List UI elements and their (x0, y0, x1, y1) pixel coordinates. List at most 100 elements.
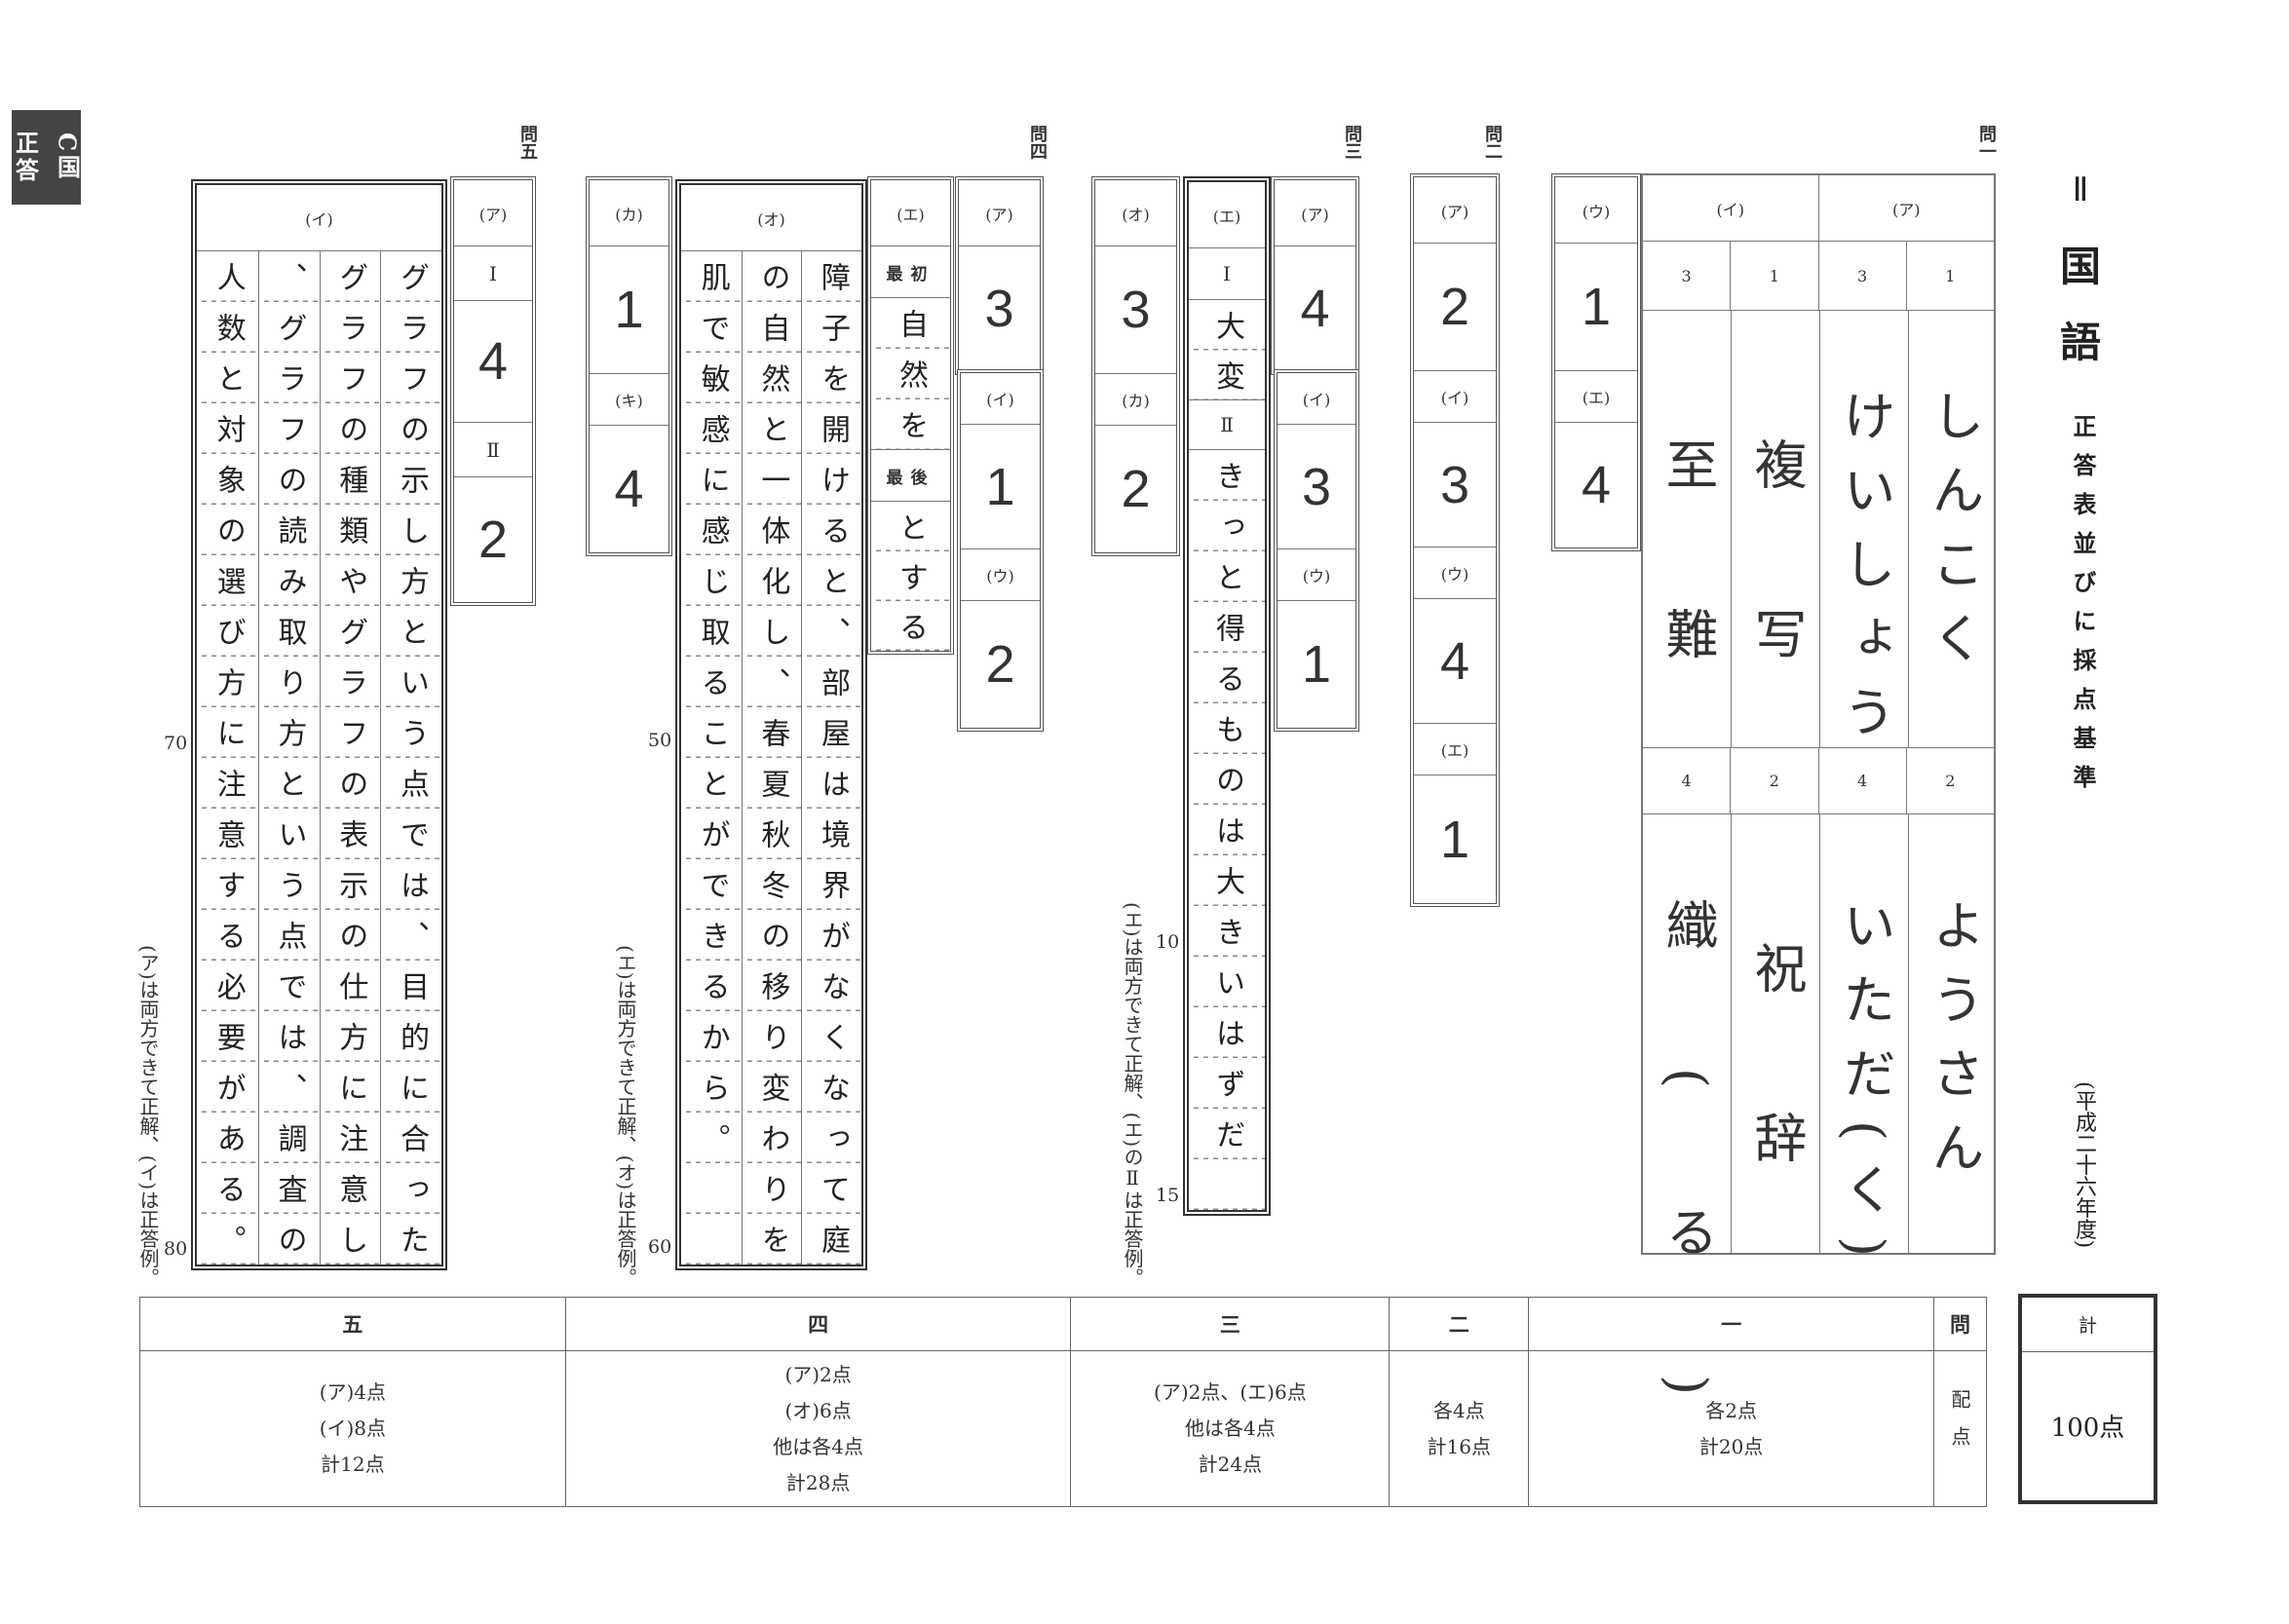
score-body-label-cell: 配点 (1932, 1350, 1988, 1507)
q5-a-part2_label-cell: Ⅱ (454, 423, 532, 477)
q4-ki-answer-cell: 4 (614, 460, 644, 518)
q1-u-label-cell: (ウ) (1555, 177, 1637, 244)
score-line: (ア)4点 (319, 1380, 387, 1404)
answer-line-3: 、グラフの読み取り方という点では、調査の (257, 251, 320, 1265)
q2-items-0-answer-cell: 2 (1414, 244, 1496, 371)
q4-u-label-cell: (ウ) (961, 549, 1040, 601)
score-cell-q2: 各4点 計16点 (1389, 1350, 1530, 1507)
answer-line-2: グラフの種類やグラフの表示の仕方に注意し (319, 251, 381, 1265)
question-5-label: 問五 (517, 125, 538, 160)
q3-i-u-box: (イ)3(ウ)1 (1274, 369, 1359, 732)
q1-a-1-number: 1 (1945, 266, 1956, 285)
score-cell-q5: (ア)4点 (イ)8点 計12点 (139, 1350, 566, 1507)
score-line: 計28点 (785, 1470, 851, 1494)
q1-i-3-answer: 至難 (1643, 311, 1732, 776)
score-cell-q1: 各2点 計20点 (1528, 1350, 1934, 1507)
answer-line-1: 障子を開けると、部屋は境界がなくなって庭 (801, 251, 861, 1265)
q3-ka-label-cell: (カ) (1095, 374, 1176, 426)
q3-o-answer-cell: 3 (1095, 246, 1176, 374)
score-line: (ア)2点 (784, 1362, 852, 1386)
q4-e-last-cell: とする (871, 502, 950, 651)
answer-line-3: 肌で敏感に感じ取ることができるから。 (681, 251, 742, 1265)
q1-a-4-number: 4 (1819, 748, 1907, 813)
q4-e-first_label-cell: 最初 (871, 246, 950, 298)
q1-e-label-cell: (エ) (1555, 371, 1637, 423)
answer-line-4: 人数と対象の選び方に注意する必要がある。 (197, 251, 258, 1265)
char-counter-70: 70 (164, 733, 188, 754)
q4-i-answer-cell: 1 (961, 425, 1040, 549)
q2-items-2-answer-cell: 4 (1414, 599, 1496, 724)
score-header-q4: 四 (564, 1297, 1072, 1351)
q1-i-header: (イ) (1643, 175, 1819, 241)
scoring-table: 五 四 三 二 一 問 (ア)4点 (イ)8点 計12点 (ア)2点 (オ)6点… (139, 1297, 1988, 1507)
q2-items-3-label-cell: (エ) (1414, 724, 1496, 775)
q4-ka-ki-box: (カ)1(キ)4 (586, 176, 672, 556)
score-line: 計24点 (1198, 1453, 1263, 1476)
question-4-label: 問四 (1027, 125, 1048, 160)
q1-i-1-answer: 複写 (1732, 311, 1820, 776)
q1-i-3-number: 3 (1643, 242, 1732, 310)
score-cell-q3: (ア)2点、(エ)6点 他は各4点 計24点 (1070, 1350, 1391, 1507)
subject-tab: C国 正答 (11, 110, 82, 205)
q4-e-label-cell: (エ) (871, 180, 950, 246)
q2-box: (ア)2(イ)3(ウ)4(エ)1 (1410, 173, 1500, 907)
q3-i-answer-cell: 3 (1278, 425, 1355, 549)
q3-e-part2-cell: きっと得るものは大きいはずだ (1189, 450, 1265, 1210)
score-body-label: 配点 (1947, 1389, 1971, 1463)
q3-u-answer-cell: 1 (1301, 635, 1332, 694)
q4-a-label-cell: (ア) (959, 180, 1040, 246)
score-header-q3: 三 (1070, 1297, 1391, 1351)
score-line: (オ)6点 (784, 1398, 852, 1422)
char-counter-15: 15 (1156, 1185, 1180, 1206)
q3-e-part1-cell: 大変 (1189, 300, 1265, 400)
q4-ki-label-cell: (キ) (590, 374, 668, 426)
q1-a-2-answer: ようさん (1923, 898, 1984, 1194)
q5-a-part1-cell: 4 (454, 301, 532, 423)
q1-a-4-answer: いただ(く) (1820, 814, 1909, 1278)
q5-i-answer-grid-header: (イ) (197, 185, 441, 251)
question-4-note: (エ)は両方できて正解、(オ)は正答例。 (614, 945, 637, 1288)
score-cell-q4: (ア)2点 (オ)6点 他は各4点 計28点 (564, 1350, 1072, 1507)
q5-a-part2-cell: 2 (477, 510, 509, 569)
score-header-q5: 五 (139, 1297, 566, 1351)
q2-items-3-answer-cell: 1 (1439, 810, 1470, 869)
q1-a-2-number: 2 (1945, 772, 1956, 790)
total-label: 計 (2022, 1298, 2154, 1352)
q3-ka-answer-cell: 2 (1121, 460, 1151, 518)
q3-e-label-cell: (エ) (1189, 182, 1265, 248)
q4-u-answer-cell: 2 (985, 635, 1015, 694)
answer-line-2: の自然と一体化し、春夏秋冬の移り変わりを (741, 251, 802, 1265)
q2-items-2-label-cell: (ウ) (1414, 548, 1496, 599)
q3-a-box: (ア) 4 (1271, 176, 1359, 375)
q1-i-4-answer: 織(る) (1643, 814, 1732, 1512)
q1-a-3-number: 3 (1819, 242, 1907, 310)
q2-items-1-answer-cell: 3 (1414, 423, 1496, 548)
q1-i-4-number: 4 (1643, 748, 1732, 813)
char-counter-50: 50 (648, 730, 672, 751)
score-line: 他は各4点 (1185, 1416, 1276, 1440)
q4-i-label-cell: (イ) (961, 373, 1040, 425)
score-line: 計12点 (321, 1453, 385, 1476)
q4-a-box: (ア)3 (955, 176, 1044, 375)
q4-e-first-cell: 自然を (871, 298, 950, 450)
score-line: 各4点 (1432, 1398, 1485, 1422)
score-header-q1: 一 (1528, 1297, 1934, 1351)
subject-title-1: 国 (2059, 243, 2101, 290)
answer-line-1: グラフの示し方という点では、目的に合った (380, 251, 441, 1265)
subject-tab-line2: 正答 (11, 130, 40, 185)
q4-ka-answer-cell: 1 (590, 246, 668, 374)
q5-a-part1_label-cell: Ⅰ (454, 246, 532, 301)
question-3-note: (エ)は両方できて正解、(エ)のⅡは正答例。 (1121, 902, 1144, 1288)
score-header-label: 問 (1932, 1297, 1988, 1351)
q4-i-u-box: (イ)1(ウ) 2 (957, 369, 1044, 732)
q4-o-answer-grid-body: 障子を開けると、部屋は境界がなくなって庭の自然と一体化し、春夏秋冬の移り変わりを… (681, 251, 861, 1265)
q2-items-1-label-cell: (イ) (1414, 371, 1496, 423)
q3-o-ka-box: (オ)3(カ)2 (1091, 176, 1180, 556)
q1-u-e-box: (ウ)1(エ)4 (1551, 173, 1641, 551)
question-1-kanji-table: (イ) (ア) 3 1 3 1 至難 複写 けいしょう しんこく 4 2 4 2… (1641, 173, 1996, 1512)
q1-a-1-answer: しんこく (1923, 389, 1984, 685)
q3-a-answer-cell: 4 (1300, 280, 1330, 338)
q3-a-label-cell: (ア) (1275, 180, 1355, 246)
